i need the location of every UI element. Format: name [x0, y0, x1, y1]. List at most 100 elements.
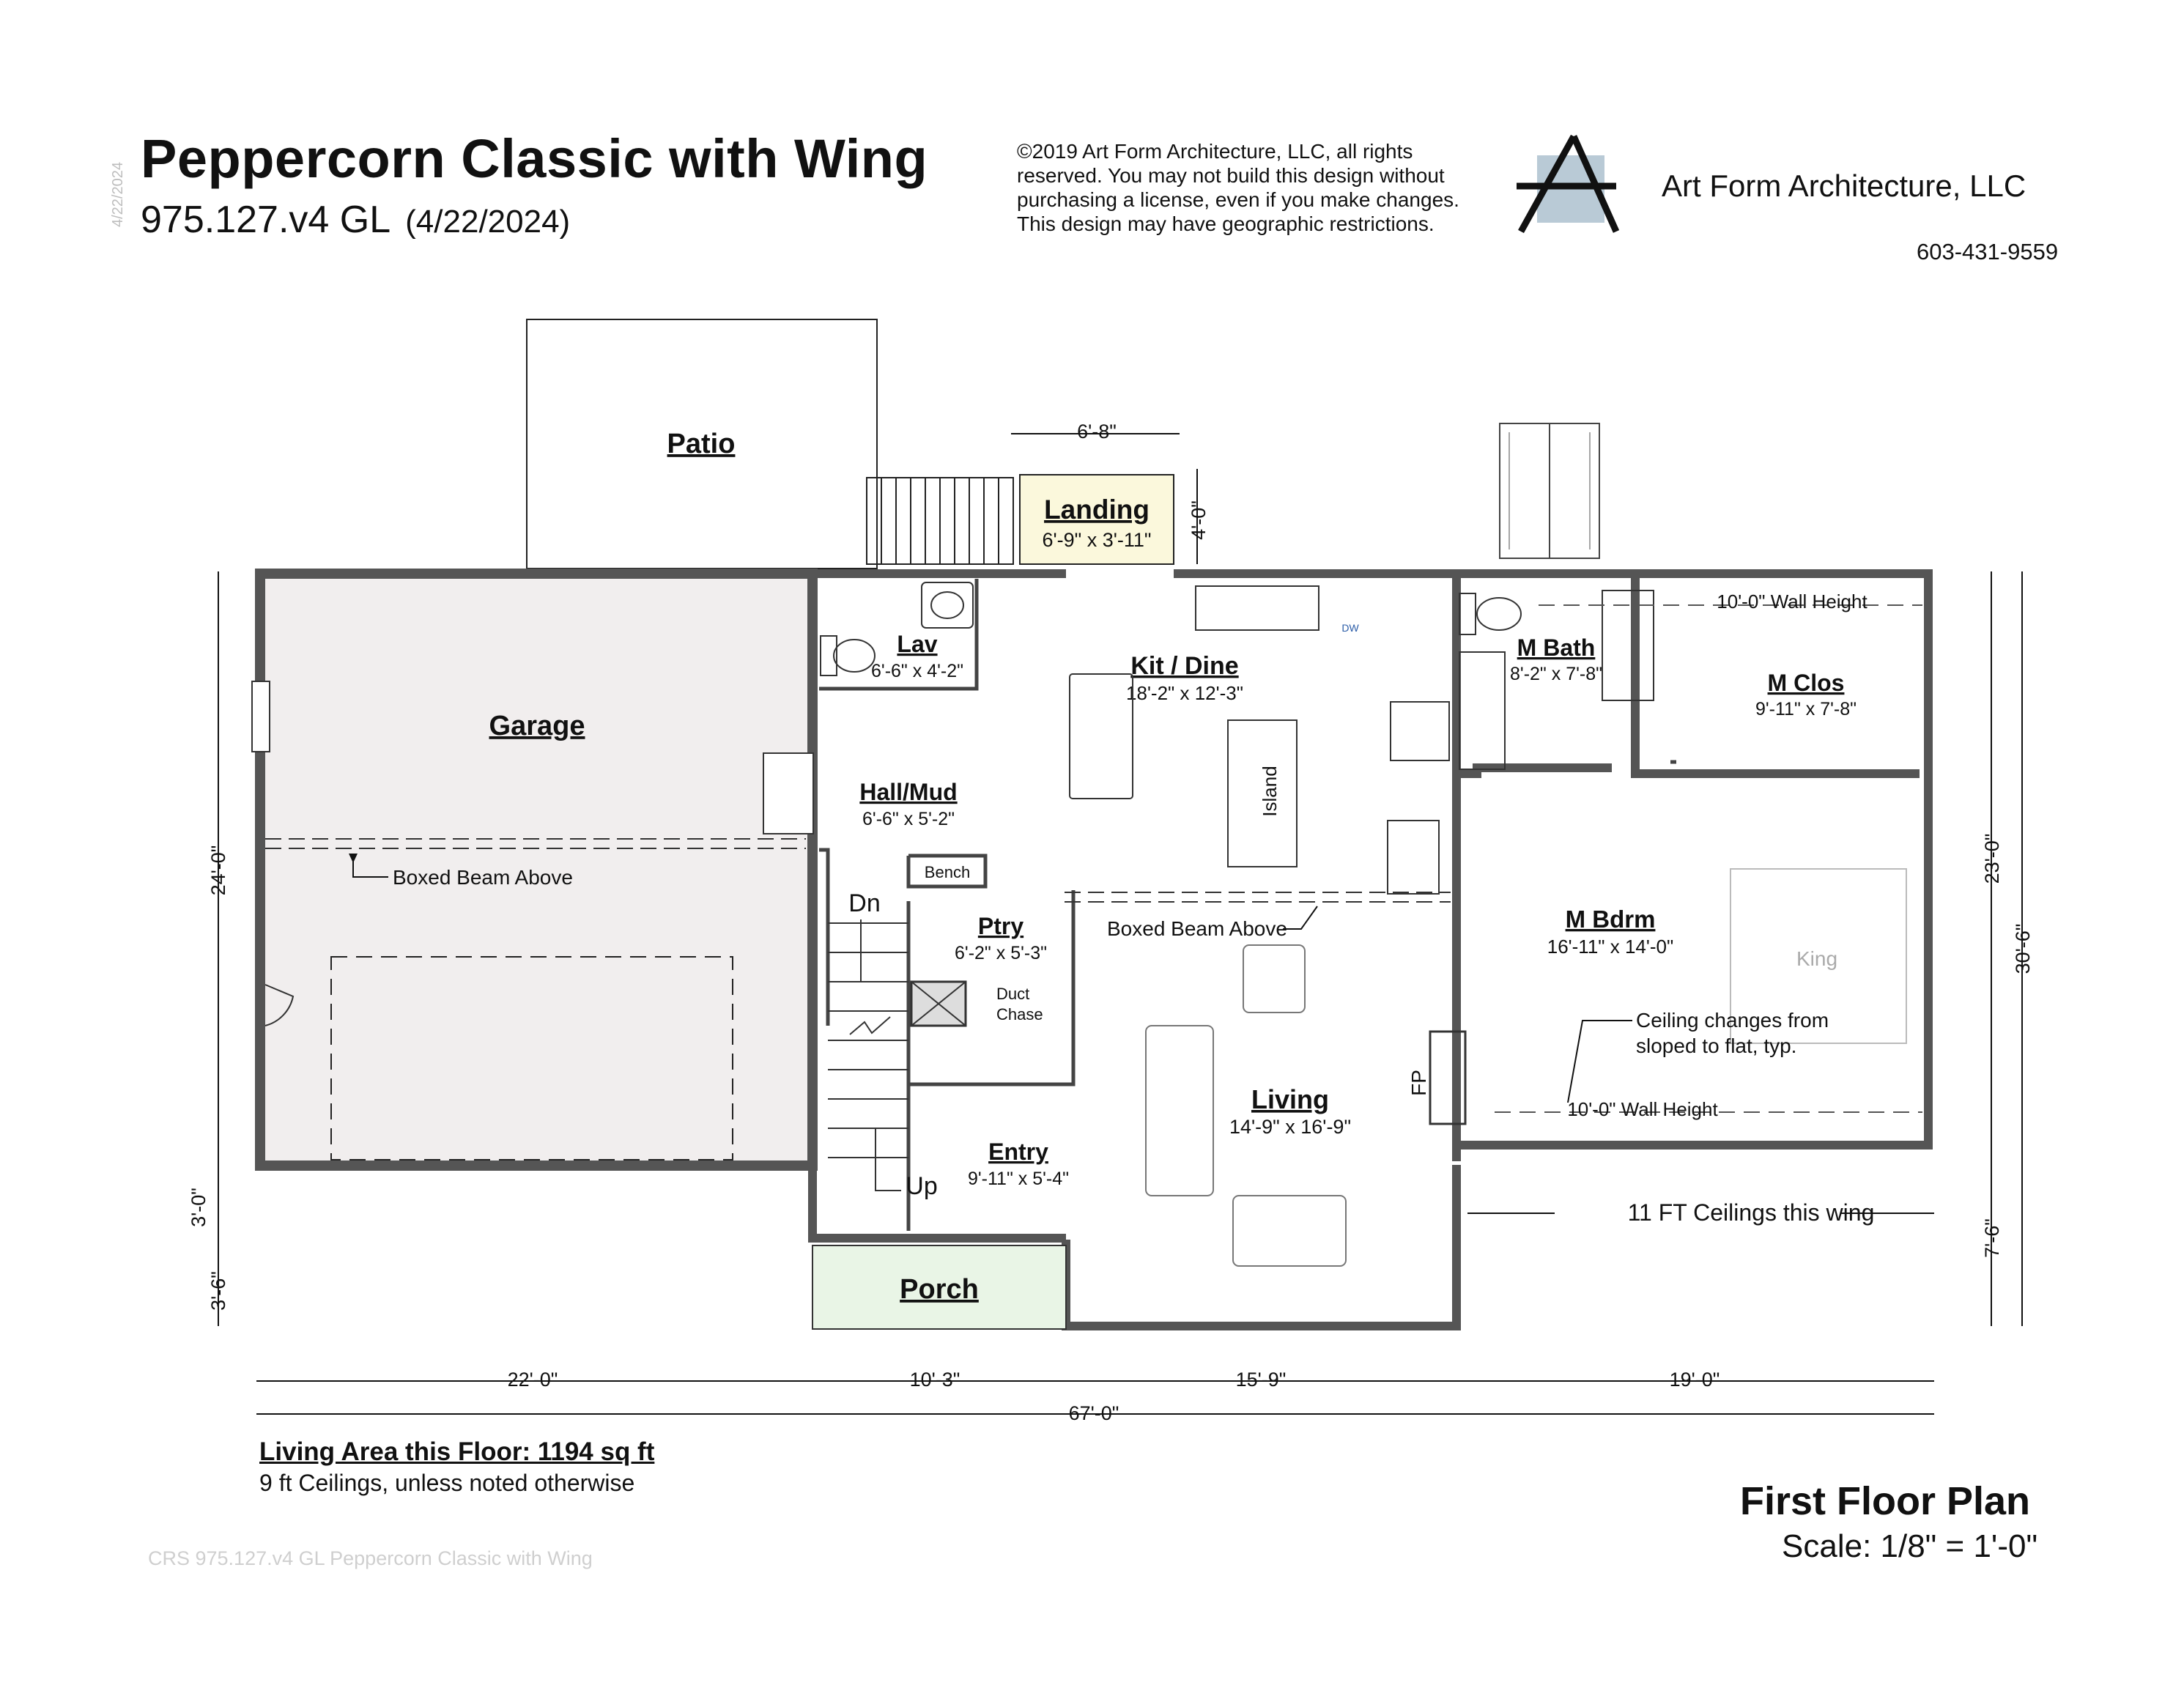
- wing-walls: [1456, 569, 1933, 1150]
- exterior-stairs: [866, 477, 1014, 565]
- floor-plan-title: First Floor Plan: [1740, 1479, 2031, 1523]
- m-bath-size: 8'-2" x 7'-8": [1510, 664, 1602, 684]
- copyright-notice: ©2019 Art Form Architecture, LLC, all ri…: [1017, 140, 1459, 235]
- dim-right-23-0: 23'-0": [1981, 834, 2003, 884]
- landing-label: Landing: [1044, 495, 1150, 525]
- bathtub: [1602, 590, 1654, 701]
- landing-area: [1019, 474, 1174, 565]
- landing-size: 6'-9" x 3'-11": [1042, 529, 1151, 551]
- dim-right-30-6: 30'-6": [2012, 924, 2034, 974]
- floor-plan-scale: Scale: 1/8" = 1'-0": [1782, 1528, 2038, 1564]
- plan-number-text: 975.127.v4 GL: [141, 199, 391, 241]
- wing-outline: [1456, 569, 1933, 1150]
- entry-size: 9'-11" x 5'-4": [968, 1169, 1069, 1189]
- dimension-lines: [218, 433, 2023, 1415]
- ceiling-changes-line1: Ceiling changes from: [1636, 1009, 1829, 1032]
- kit-dine-size: 18'-2" x 12'-3": [1126, 682, 1243, 704]
- interior-stairs: [828, 919, 908, 1191]
- stair-wall: [819, 848, 830, 1026]
- fireplace-label: FP: [1407, 1070, 1430, 1096]
- living-beam-label: Boxed Beam Above: [1107, 917, 1287, 940]
- garage-side-door: [264, 984, 295, 1026]
- wall-height-bottom-label: 10'-0" Wall Height: [1567, 1098, 1718, 1120]
- refrigerator: [1387, 820, 1440, 895]
- hall-mud-size: 6'-6" x 5'-2": [862, 809, 955, 829]
- lav-label: Lav: [897, 631, 937, 657]
- dim-right-7-6: 7'-6": [1981, 1218, 2003, 1258]
- footer-file-code: CRS 975.127.v4 GL Peppercorn Classic wit…: [148, 1547, 593, 1569]
- dim-landing-width: 6'-8": [1077, 421, 1117, 443]
- interior-walls: [819, 579, 1676, 1231]
- hall-mud-label: Hall/Mud: [859, 779, 957, 805]
- m-clos-label: M Clos: [1768, 670, 1845, 696]
- dim-garage-depth: 24'-0": [207, 845, 229, 896]
- duct-label: Duct: [996, 985, 1029, 1003]
- living-beam-leader: [1283, 906, 1318, 930]
- bath-toilet-bowl: [1476, 597, 1522, 631]
- lav-size: 6'-6" x 4'-2": [871, 661, 963, 681]
- lav-sink: [921, 582, 974, 629]
- bench-label: Bench: [925, 863, 970, 881]
- living-area-total: Living Area this Floor: 1194 sq ft: [259, 1437, 655, 1466]
- dim-bottom-15-9: 15'-9": [1236, 1369, 1287, 1391]
- closet-walls: [1631, 575, 1920, 778]
- bath-south-wall: [1456, 763, 1612, 778]
- dim-left-3-0: 3'-0": [188, 1188, 210, 1227]
- plan-number: 975.127.v4 GL (4/22/2024): [141, 198, 570, 242]
- chase-label: Chase: [996, 1005, 1043, 1023]
- kitchen-island: [1227, 719, 1298, 867]
- patio-label: Patio: [667, 429, 736, 459]
- stairs-up-label: Up: [906, 1172, 937, 1200]
- dim-landing-depth: 4'-0": [1188, 500, 1210, 540]
- m-clos-size: 9'-11" x 7'-8": [1755, 699, 1857, 719]
- m-bdrm-size: 16'-11" x 14'-0": [1547, 936, 1673, 958]
- stairs-down-label: Dn: [848, 889, 880, 917]
- island-label: Island: [1259, 766, 1281, 816]
- kitchen-sink-counter: [1195, 585, 1319, 631]
- garage-entry-steps: [763, 752, 814, 834]
- car-outline: [330, 956, 733, 1160]
- wing-ceilings-label: 11 FT Ceilings this wing: [1628, 1199, 1875, 1226]
- dim-left-3-6: 3'-6": [207, 1271, 229, 1311]
- lav-wall: [819, 579, 979, 691]
- living-label: Living: [1251, 1084, 1329, 1114]
- garage-walls: [255, 569, 818, 1171]
- lav-sink-basin: [930, 591, 964, 619]
- m-bdrm-label: M Bdrm: [1566, 906, 1656, 933]
- living-size: 14'-9" x 16'-9": [1229, 1116, 1351, 1138]
- entry-south-wall: [808, 1166, 1066, 1243]
- wall-height-top-label: 10'-0" Wall Height: [1717, 591, 1867, 612]
- dining-table: [1069, 673, 1133, 799]
- firm-phone: 603-431-9559: [1917, 239, 2059, 264]
- dishwasher-label: DW: [1341, 622, 1359, 634]
- entry-label: Entry: [988, 1139, 1048, 1165]
- duct-chase-x: [911, 981, 966, 1026]
- living-south-wall: [1062, 1165, 1461, 1330]
- stair-break-line: [849, 1016, 891, 1035]
- exterior-unit: [1499, 423, 1600, 559]
- dim-bottom-19-0: 19'-0": [1670, 1369, 1720, 1391]
- stair-up-line: [875, 1128, 901, 1191]
- firm-logo: [1517, 134, 1620, 234]
- lav-toilet-bowl: [833, 639, 876, 673]
- range: [1390, 701, 1450, 761]
- living-sofa: [1145, 1025, 1214, 1196]
- firm-name: Art Form Architecture, LLC: [1662, 169, 2026, 203]
- garage-window: [251, 681, 270, 752]
- dim-bottom-10-3: 10'-3": [910, 1369, 960, 1391]
- ceiling-changes-line2: sloped to flat, typ.: [1636, 1034, 1796, 1057]
- bath-toilet-tank: [1459, 593, 1476, 635]
- king-bed: [1730, 868, 1907, 1044]
- king-bed-label: King: [1796, 947, 1837, 970]
- garage-beam-arrow: [349, 854, 358, 863]
- porch-area: [812, 1245, 1067, 1330]
- m-bath-label: M Bath: [1517, 634, 1596, 661]
- plan-date: (4/22/2024): [405, 204, 571, 240]
- living-chair: [1243, 944, 1306, 1013]
- dim-overall: 67'-0": [1069, 1402, 1119, 1424]
- porch-label: Porch: [900, 1274, 979, 1305]
- bench-outline: [906, 854, 988, 889]
- bath-vanity: [1459, 651, 1506, 770]
- kit-dine-label: Kit / Dine: [1130, 652, 1238, 680]
